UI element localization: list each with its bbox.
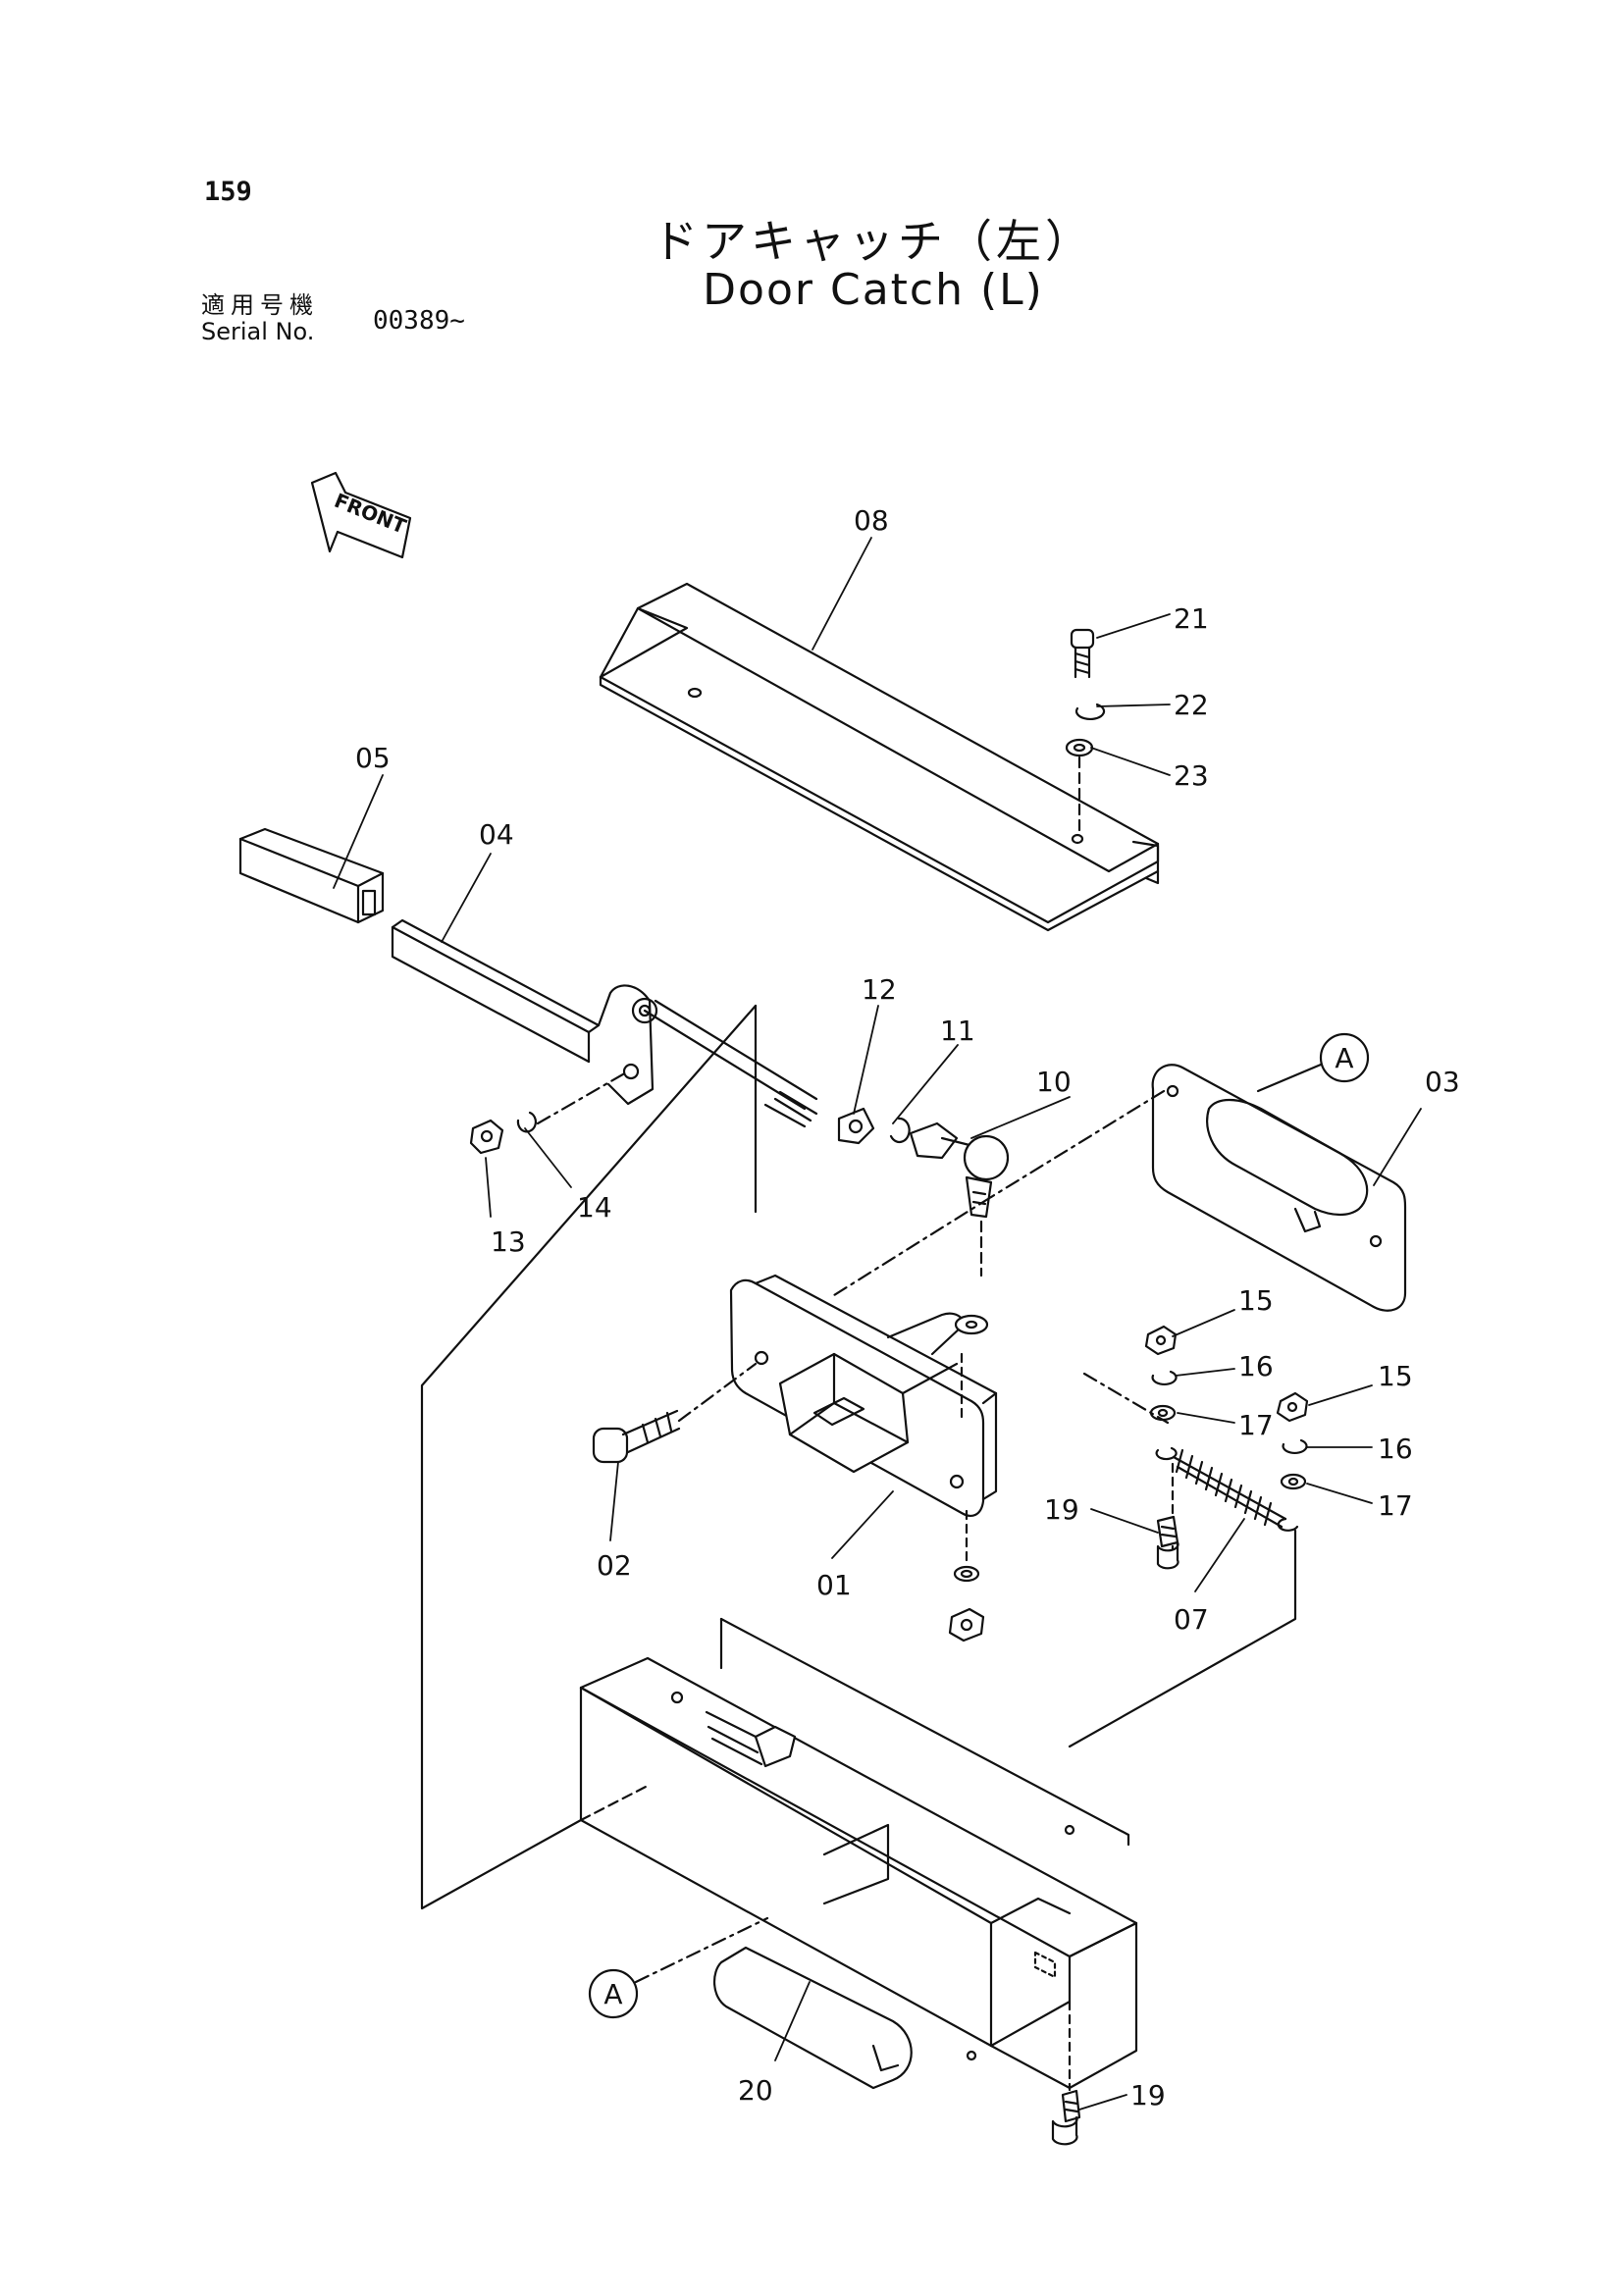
callout-14: 14 — [577, 1191, 612, 1224]
assembly-line-plate-03-lower — [832, 1195, 993, 1297]
callout-16-right: 16 — [1378, 1433, 1413, 1465]
part-11-washer — [889, 1117, 911, 1144]
reference-a-label-upper: A — [1335, 1042, 1353, 1074]
reference-a-marker-lower: A — [588, 1916, 769, 2019]
callout-19-lower: 19 — [1130, 2079, 1166, 2112]
callout-labels: 08 21 22 23 05 04 12 11 10 03 13 14 15 1… — [355, 504, 1460, 2112]
reference-a-marker-upper: A — [1256, 1032, 1370, 1093]
page-title-japanese: ドアキャッチ（左） — [653, 215, 1094, 268]
serial-label-japanese: 適用号機 — [201, 291, 319, 319]
callout-05: 05 — [355, 742, 391, 774]
callout-01: 01 — [816, 1569, 852, 1601]
part-19-bolt-lower — [1051, 2089, 1081, 2146]
part-15-nut-left — [1144, 1325, 1178, 1356]
part-12-nut — [837, 1107, 875, 1145]
serial-label-block: 適用号機 Serial No. — [201, 291, 319, 344]
part-22-lock-washer — [1074, 703, 1106, 721]
part-20-housing — [579, 1617, 1138, 2090]
part-03-escutcheon-plate — [1151, 1064, 1407, 1312]
callout-11: 11 — [940, 1015, 975, 1047]
part-05-grip — [238, 827, 385, 924]
callout-12: 12 — [862, 973, 897, 1006]
callout-02: 02 — [597, 1549, 632, 1582]
callout-20-text: 20 — [738, 2074, 773, 2107]
serial-label-english: Serial No. — [201, 318, 315, 345]
part-15-nut-right — [1276, 1391, 1309, 1423]
front-direction-arrow-icon: FRONT — [310, 471, 412, 559]
assembly-line-spring-left — [1082, 1372, 1170, 1425]
callout-15-left: 15 — [1238, 1284, 1274, 1317]
part-01-lower-nut — [948, 1607, 985, 1642]
part-01-latch — [729, 1274, 998, 1517]
callout-22: 22 — [1174, 689, 1209, 721]
assembly-line-frame-left — [420, 1004, 758, 1910]
part-02-pin — [592, 1409, 681, 1464]
callout-08: 08 — [854, 504, 889, 537]
callout-17-right: 17 — [1378, 1489, 1413, 1522]
assembly-line-frame-dashed — [579, 1784, 650, 1822]
part-16-lock-washer-left — [1151, 1370, 1178, 1385]
part-01-lower-washer — [953, 1565, 980, 1583]
callout-07: 07 — [1174, 1603, 1209, 1636]
callout-leader-lines — [333, 537, 1422, 2111]
serial-number-value: 00389~ — [373, 306, 465, 336]
callout-04: 04 — [479, 818, 514, 851]
part-10-rod-end — [909, 1121, 1010, 1219]
assembly-line-plate-03 — [989, 1089, 1166, 1199]
part-17-washer-left — [1149, 1404, 1177, 1422]
part-08-cover-plate — [599, 582, 1160, 932]
callout-17-left: 17 — [1238, 1409, 1274, 1441]
assembly-line-lever-pin — [536, 1069, 630, 1125]
callout-15-right: 15 — [1378, 1360, 1413, 1392]
part-04-lever — [391, 918, 818, 1128]
part-16-lock-washer-right — [1282, 1438, 1308, 1454]
page-number: 159 — [204, 177, 252, 207]
assembly-line-pin-02 — [677, 1362, 758, 1423]
part-13-nut — [469, 1119, 504, 1155]
part-07-spring — [1155, 1446, 1299, 1532]
part-23-washer — [1065, 738, 1094, 757]
assembly-line-spring-right — [1068, 1529, 1297, 1748]
callout-23: 23 — [1174, 759, 1209, 792]
page-title-english: Door Catch (L) — [703, 265, 1044, 315]
part-19-bolt-upper — [1156, 1515, 1179, 1570]
callout-13: 13 — [491, 1225, 526, 1258]
reference-a-label-lower: A — [603, 1978, 622, 2010]
callout-03: 03 — [1425, 1066, 1460, 1098]
callout-10: 10 — [1036, 1066, 1072, 1098]
callout-19-upper: 19 — [1044, 1493, 1079, 1526]
callout-21: 21 — [1174, 602, 1209, 635]
part-14-lock-washer — [516, 1111, 538, 1133]
callout-16-left: 16 — [1238, 1350, 1274, 1382]
part-21-bolt — [1070, 628, 1095, 679]
part-17-washer-right — [1280, 1473, 1307, 1490]
